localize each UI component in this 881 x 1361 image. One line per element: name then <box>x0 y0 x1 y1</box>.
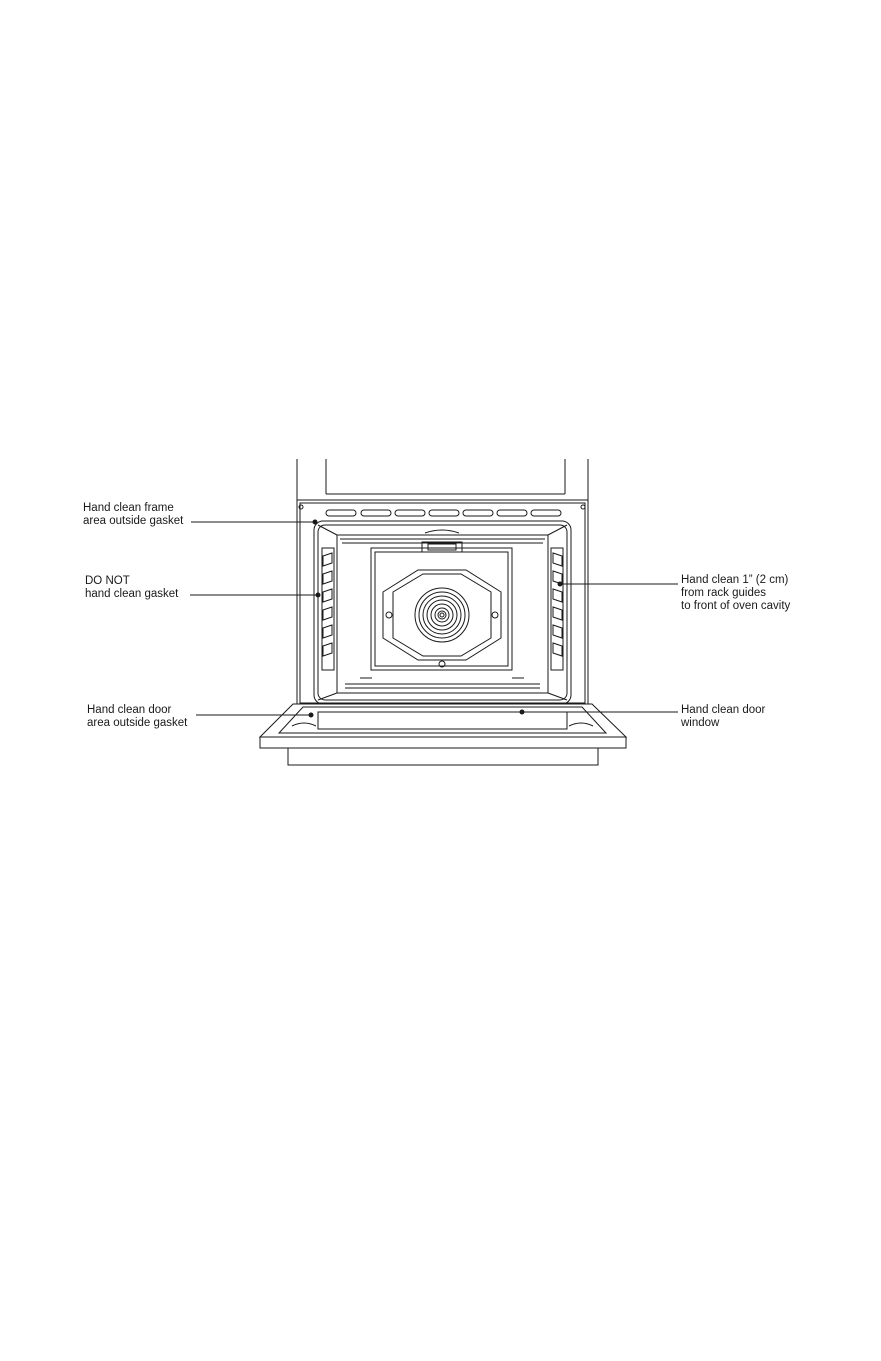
upper-cabinet <box>297 459 588 500</box>
callout-window-line2: window <box>681 717 765 730</box>
callout-window: Hand clean door window <box>681 704 765 730</box>
callout-gasket: DO NOT hand clean gasket <box>85 575 178 601</box>
callout-door-line1: Hand clean door <box>87 704 187 717</box>
callout-rack-line3: to front of oven cavity <box>681 600 790 613</box>
oven-cavity <box>318 525 567 700</box>
callout-frame-line2: area outside gasket <box>83 515 183 528</box>
convection-fan <box>371 542 512 670</box>
callout-frame-line1: Hand clean frame <box>83 502 183 515</box>
oven-frame <box>297 500 588 704</box>
callout-window-line1: Hand clean door <box>681 704 765 717</box>
callout-gasket-line1: DO NOT <box>85 575 178 588</box>
callout-door: Hand clean door area outside gasket <box>87 704 187 730</box>
callout-frame: Hand clean frame area outside gasket <box>83 502 183 528</box>
callout-rack-line1: Hand clean 1” (2 cm) <box>681 574 790 587</box>
vent-slots <box>326 510 561 516</box>
callout-rack: Hand clean 1” (2 cm) from rack guides to… <box>681 574 790 613</box>
callout-leaders <box>190 522 678 715</box>
callout-door-line2: area outside gasket <box>87 717 187 730</box>
left-rack-guides <box>322 548 334 670</box>
right-rack-guides <box>551 548 563 670</box>
oven-door <box>260 704 626 765</box>
callout-rack-line2: from rack guides <box>681 587 790 600</box>
callout-gasket-line2: hand clean gasket <box>85 588 178 601</box>
